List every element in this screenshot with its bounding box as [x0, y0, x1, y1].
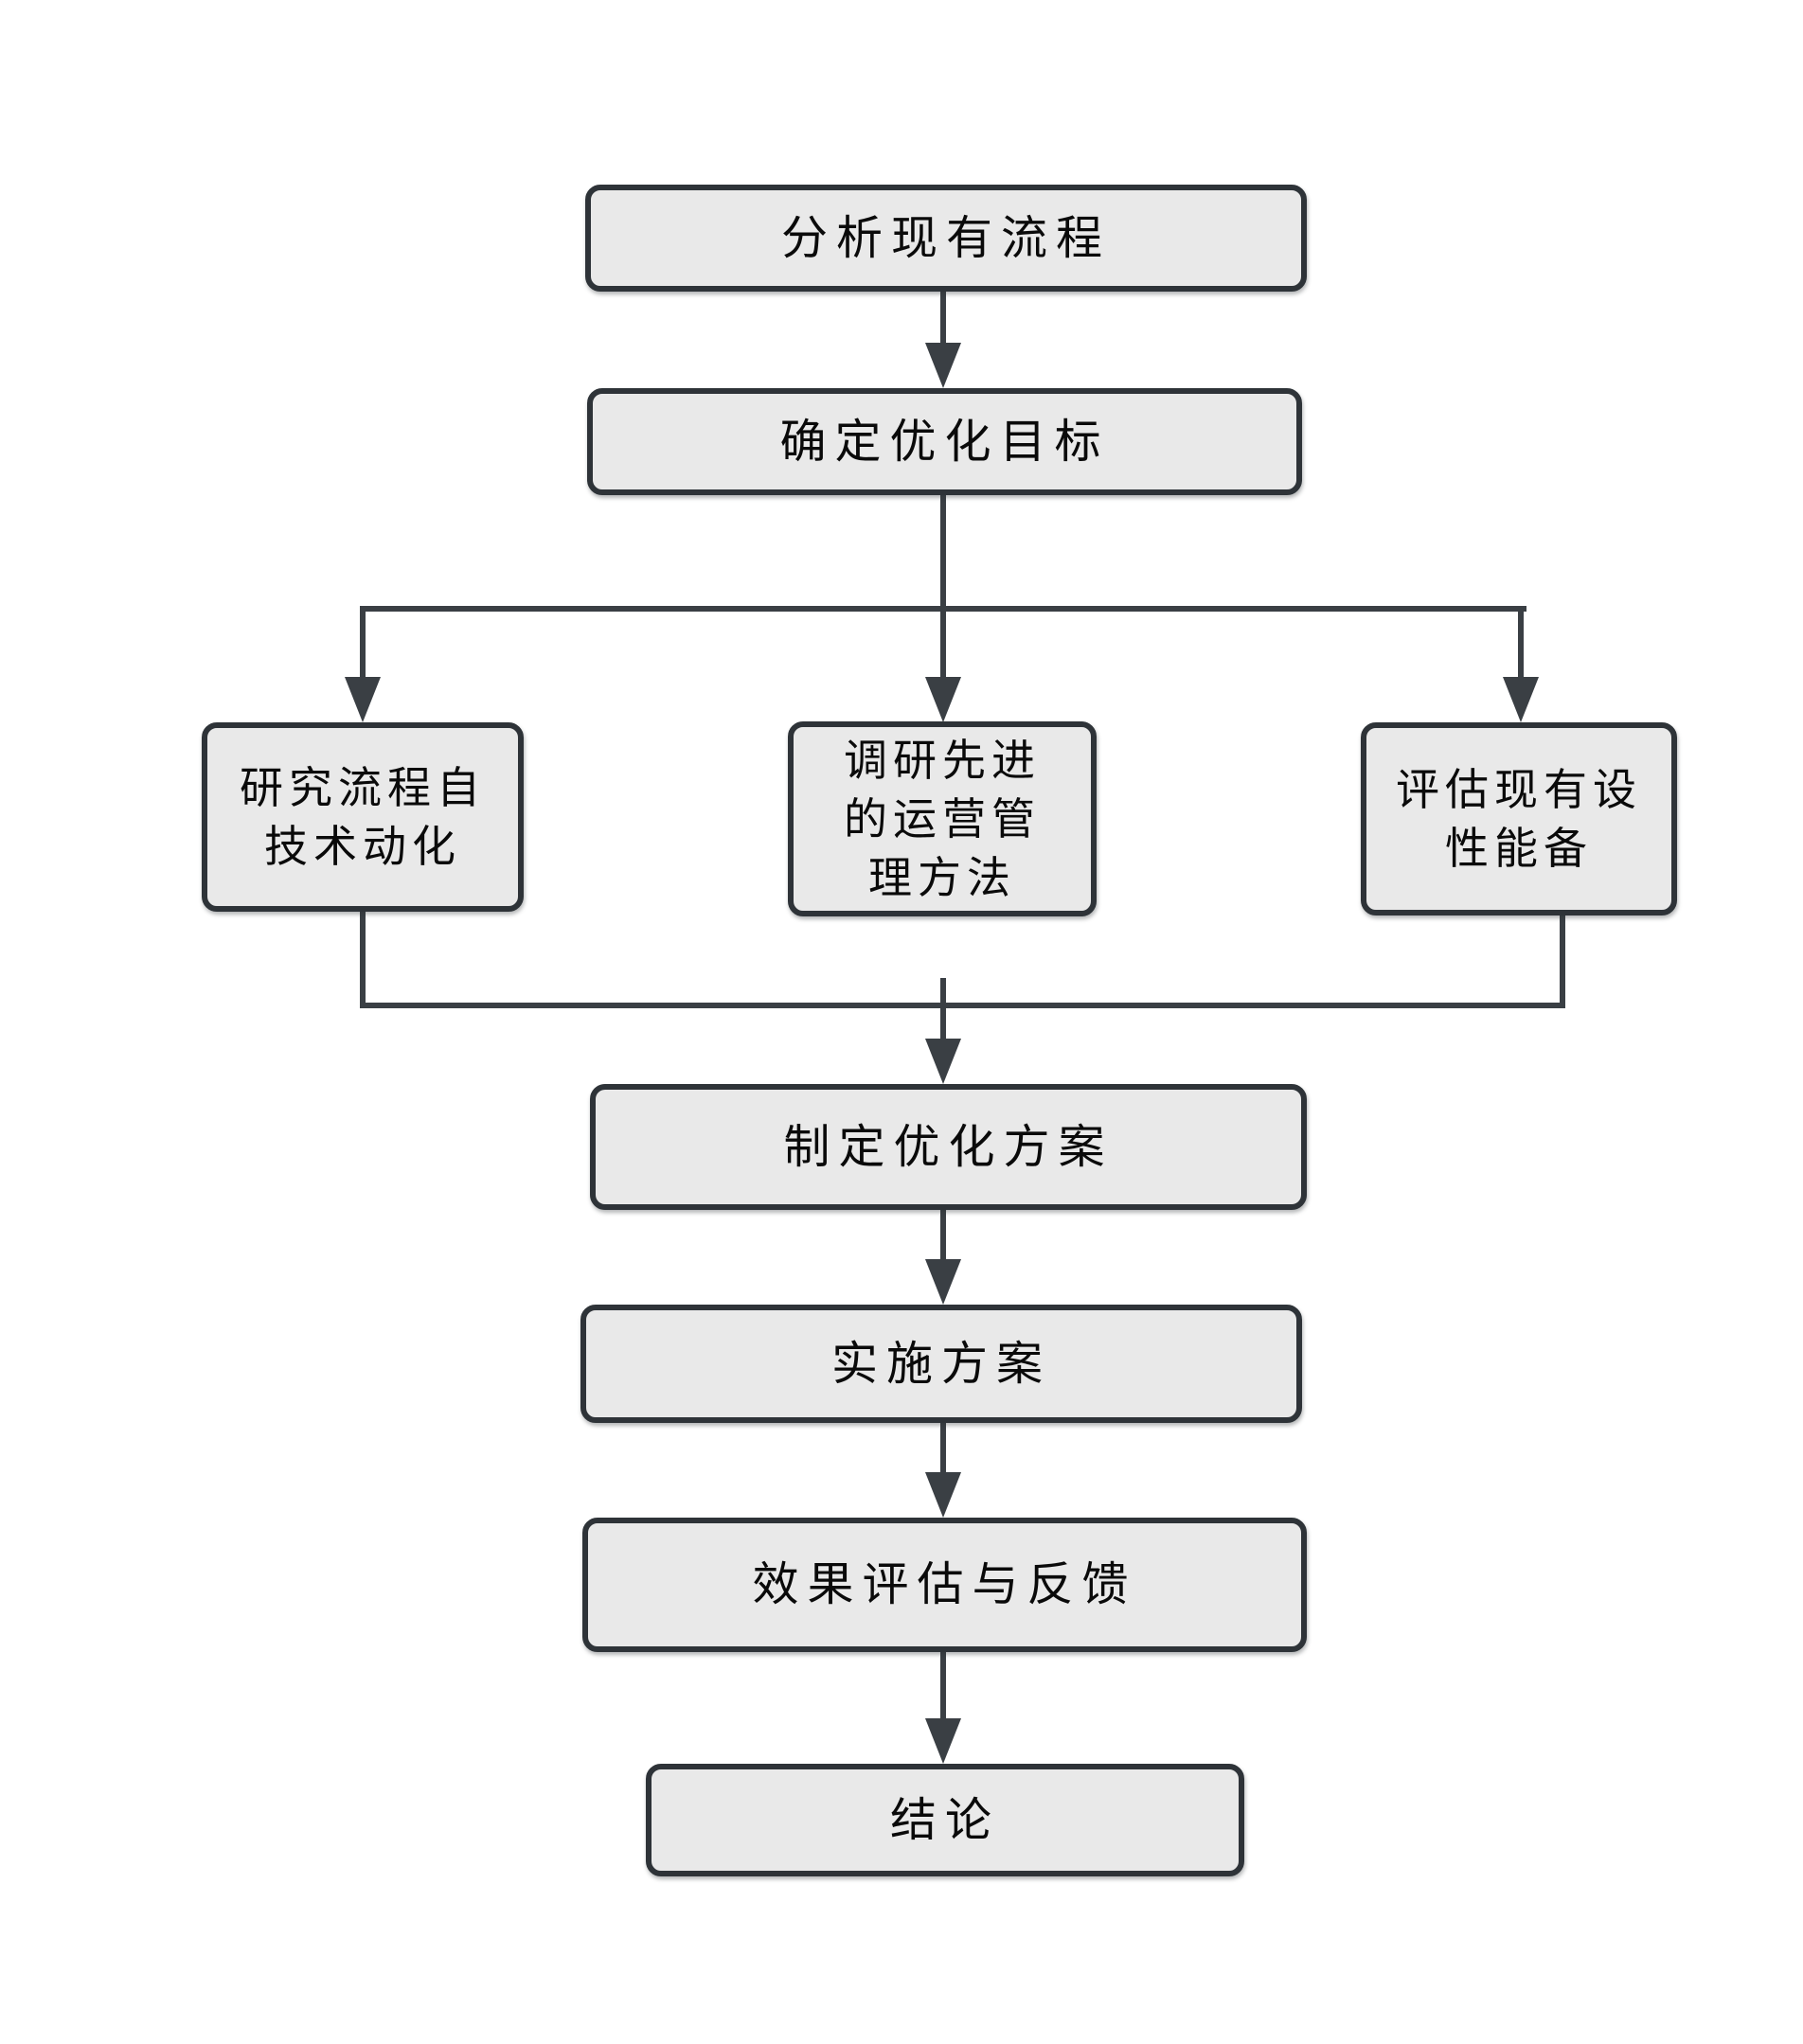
edge-implement-evaluate-arrowhead	[925, 1472, 961, 1518]
merge-left-line	[360, 912, 366, 1008]
edge-goal-split-center-line	[940, 495, 946, 681]
merge-right-line	[1560, 915, 1565, 1008]
edge-analyze-goal-line	[940, 290, 946, 347]
edge-plan-implement-arrowhead	[925, 1259, 961, 1305]
flow-node-analyze: 分析现有流程	[585, 185, 1307, 292]
edge-implement-evaluate-line	[940, 1423, 946, 1478]
flow-node-evaluate: 效果评估与反馈	[582, 1518, 1307, 1652]
flow-node-implement-label: 实施方案	[830, 1336, 1051, 1391]
edge-analyze-goal-arrowhead	[925, 343, 961, 388]
branch-center-arrowhead	[925, 677, 961, 722]
branch-right-arrowhead	[1503, 677, 1539, 722]
flow-node-implement: 实施方案	[580, 1305, 1302, 1423]
branch-right-line	[1518, 606, 1524, 682]
flow-node-research: 调研先进 的运营管 理方法	[788, 721, 1097, 916]
flow-node-assess-label: 评估现有设 性能备	[1396, 763, 1642, 874]
flow-node-conclusion-label: 结论	[889, 1792, 1000, 1847]
flow-node-research-label: 调研先进 的运营管 理方法	[844, 734, 1041, 904]
branch-left-line	[360, 606, 366, 682]
flow-node-plan: 制定优化方案	[590, 1084, 1307, 1210]
branch-split-horizontal-line	[360, 606, 1526, 612]
flow-node-automation-label: 研究流程自 技术动化	[240, 761, 486, 872]
flow-node-evaluate-label: 效果评估与反馈	[752, 1557, 1137, 1612]
flow-node-goal-label: 确定优化目标	[779, 414, 1110, 469]
edge-evaluate-conclusion-arrowhead	[925, 1718, 961, 1764]
flow-node-assess: 评估现有设 性能备	[1361, 722, 1677, 915]
edge-plan-implement-line	[940, 1210, 946, 1265]
merge-center-arrowhead	[925, 1039, 961, 1084]
flow-node-goal: 确定优化目标	[587, 388, 1302, 495]
merge-horizontal-line	[360, 1003, 1565, 1008]
branch-left-arrowhead	[345, 677, 381, 722]
flow-node-analyze-label: 分析现有流程	[780, 210, 1111, 265]
edge-evaluate-conclusion-line	[940, 1652, 946, 1723]
flow-node-automation: 研究流程自 技术动化	[202, 722, 524, 912]
flow-node-plan-label: 制定优化方案	[783, 1119, 1114, 1174]
merge-center-line	[940, 978, 946, 1044]
flow-node-conclusion: 结论	[646, 1764, 1244, 1876]
